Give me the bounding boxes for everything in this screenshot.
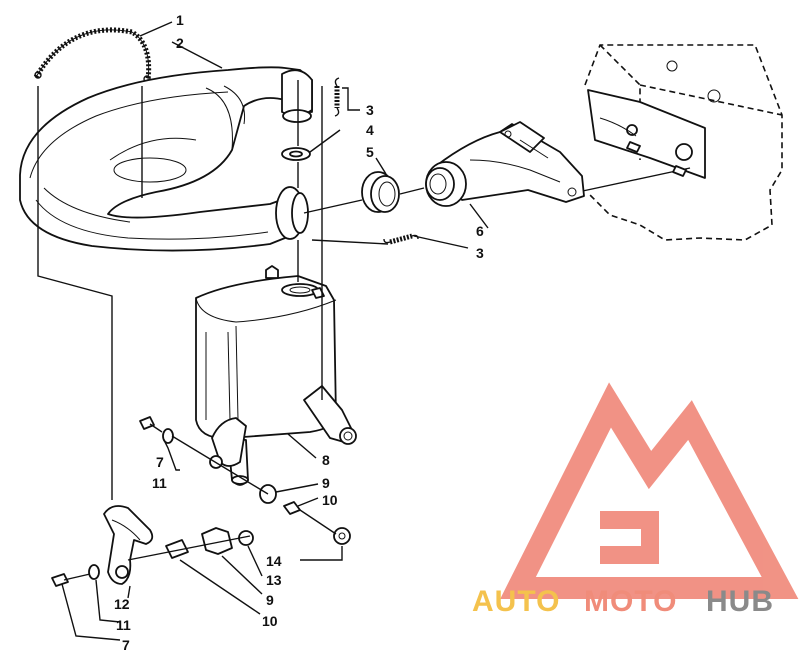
callout-10-upper: 10 [322,492,338,508]
spring-1 [33,27,152,83]
callout-3-top: 3 [366,102,374,118]
washer-11-lower [88,564,100,580]
callout-11-lower: 11 [116,617,131,633]
callout-14: 14 [266,553,282,569]
watermark-hub: HUB [706,585,774,618]
bushing-9-lower [201,527,233,555]
leader-lines [37,21,489,641]
callout-12: 12 [114,596,130,612]
callout-11-upper: 11 [152,475,167,491]
exhaust-pipe-2 [19,66,313,252]
gasket-4 [281,147,311,161]
spring-3-bottom [383,233,419,245]
callout-2: 2 [176,35,184,51]
callout-9-lower: 9 [266,592,274,608]
callout-1: 1 [176,12,184,28]
exhaust-manifold-6 [425,121,585,207]
callout-7-lower: 7 [122,637,130,653]
callout-6: 6 [476,223,484,239]
callout-8: 8 [322,452,330,468]
callout-9-upper: 9 [322,475,330,491]
seal-ring-5 [361,171,400,213]
watermark-text: AUTO MOTO HUB [472,585,774,618]
callout-7-upper: 7 [156,454,164,470]
callout-4: 4 [366,122,374,138]
nut-14 [333,527,351,545]
watermark-moto: MOTO [584,585,677,618]
watermark-logo [500,382,799,599]
callout-5: 5 [366,144,374,160]
muffler-8 [195,265,357,486]
spring-3-top [334,77,340,117]
watermark-auto: AUTO [472,585,560,618]
mount-bracket-12 [103,505,154,585]
bolt-7-lower [51,573,91,587]
engine-block-outline [577,44,783,241]
callout-10-lower: 10 [262,613,278,629]
spacer-10-lower [165,539,189,559]
callout-labels: 1 2 3 4 5 6 3 7 11 8 9 10 14 13 9 12 10 … [114,12,484,653]
spacer-10-upper [283,501,301,515]
bolt-7-upper [139,416,163,433]
callout-3-bottom: 3 [476,245,484,261]
callout-13: 13 [266,572,282,588]
